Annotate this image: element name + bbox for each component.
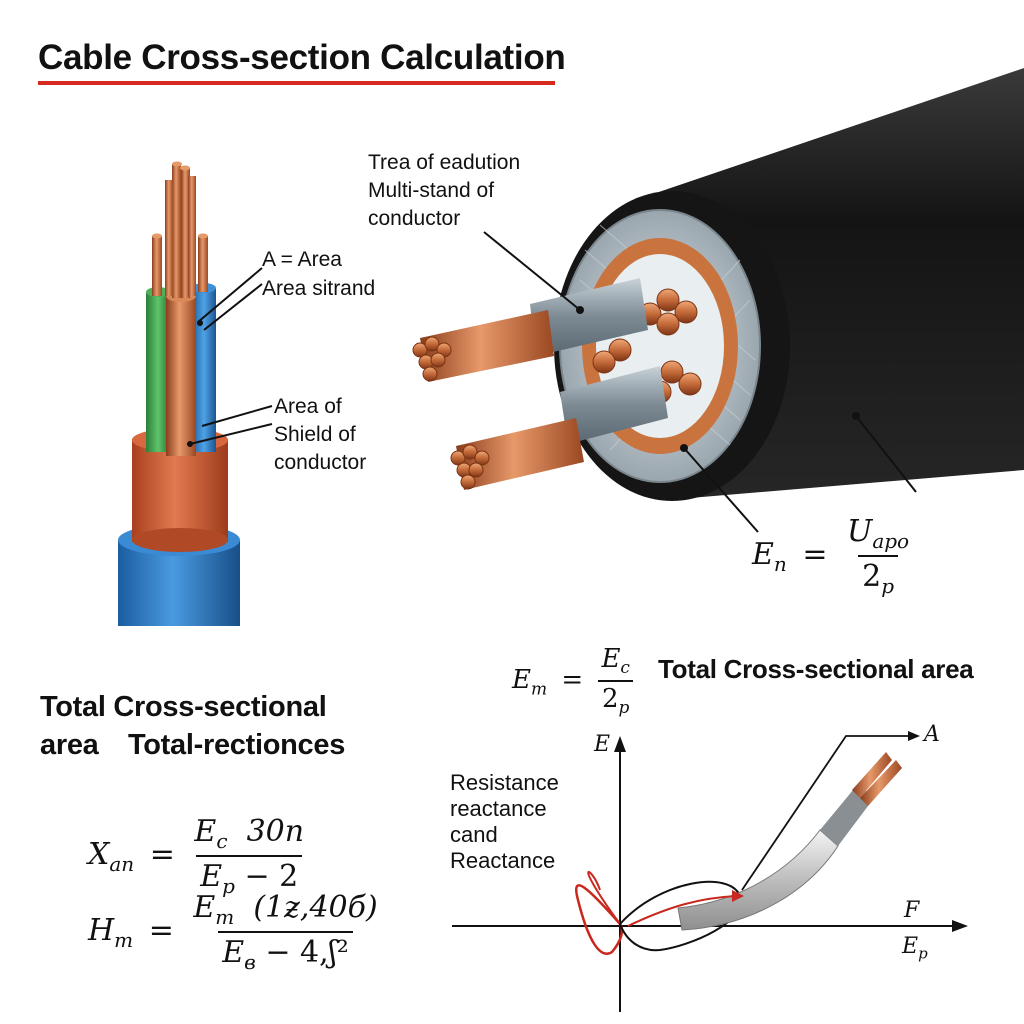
graph-legend-line1: Resistance [450, 770, 559, 795]
bottom-heading-area: area [40, 729, 99, 761]
page-title: Cable Cross-section Calculation [38, 38, 566, 77]
formula-en: En = Uapo 2p [752, 514, 910, 598]
right-label-line3: conductor [368, 207, 461, 230]
left-label-area: A = Area [262, 248, 342, 271]
left-label-conductor: conductor [274, 451, 367, 474]
left-label-area-of: Area of [274, 395, 342, 418]
graph-legend-line4: Reactance [450, 848, 556, 873]
right-label-line1: Trea of eadution [368, 151, 521, 174]
title-underline [38, 81, 555, 85]
left-cable-drawing [118, 161, 273, 626]
middle-caption: Total Cross-sectional area [658, 654, 974, 684]
right-label-line2: Multi-stand of [368, 179, 495, 202]
bottom-heading-rectionces: Total-rectionces [128, 729, 346, 761]
right-cable-drawing [412, 68, 1024, 533]
graph-legend-line3: cand [450, 822, 498, 847]
graph-arrow-label: A [924, 722, 940, 747]
bottom-heading-line1: Total Cross-sectional [40, 691, 327, 723]
graph-y-axis-label: E [594, 732, 611, 757]
left-label-strand: Area sitrand [262, 277, 376, 300]
graph-x-axis-sub-label: Ep [902, 934, 928, 963]
left-label-shield: Shield of [274, 423, 356, 446]
formula-em: Em = Ec 2p [512, 644, 634, 718]
reactance-graph [452, 731, 968, 1012]
graph-legend-line2: reactance [450, 796, 547, 821]
formula-hm: Hm = Em (1ƶ,40б) Eв − 4,ʃ² [88, 890, 378, 974]
graph-x-axis-label: F [904, 898, 920, 923]
formula-xan: Xan = Ec 30n Ep − 2 [88, 814, 305, 898]
